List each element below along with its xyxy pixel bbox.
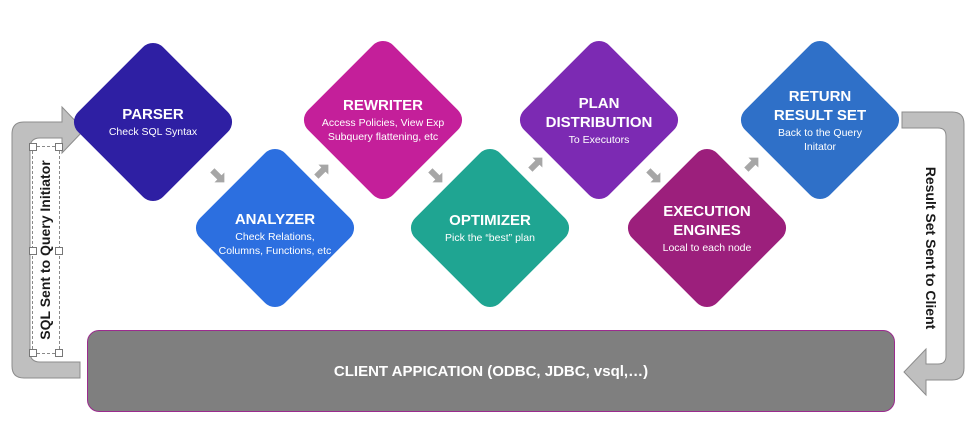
return-title: RETURN RESULT SET bbox=[773, 87, 867, 124]
client-application-label: CLIENT APPICATION (ODBC, JDBC, vsql,…) bbox=[333, 362, 649, 380]
selection-handle bbox=[55, 143, 63, 151]
connector-parser-analyzer bbox=[210, 168, 225, 183]
selection-handle bbox=[55, 349, 63, 357]
rewriter-desc: Access Policies, View Exp Subquery flatt… bbox=[321, 117, 445, 143]
right-return-arrow bbox=[901, 111, 965, 397]
node-rewriter: REWRITER Access Policies, View Exp Subqu… bbox=[298, 35, 468, 205]
client-application-bar: CLIENT APPICATION (ODBC, JDBC, vsql,…) bbox=[87, 330, 895, 412]
selection-handle bbox=[29, 247, 37, 255]
analyzer-title: ANALYZER bbox=[234, 211, 316, 228]
node-analyzer: ANALYZER Check Relations, Columns, Funct… bbox=[190, 143, 360, 313]
node-parser: PARSER Check SQL Syntax bbox=[68, 37, 238, 207]
parser-title: PARSER bbox=[122, 106, 184, 123]
distribution-title: PLAN DISTRIBUTION bbox=[545, 94, 653, 131]
engines-title: EXECUTION ENGINES bbox=[663, 202, 751, 239]
connector-engines-return bbox=[744, 157, 759, 172]
selection-handle bbox=[55, 247, 63, 255]
connector-distribution-engines bbox=[646, 168, 661, 183]
optimizer-title: OPTIMIZER bbox=[449, 212, 531, 229]
parser-desc: Check SQL Syntax bbox=[108, 126, 198, 138]
distribution-desc: To Executors bbox=[568, 133, 630, 146]
node-engines: EXECUTION ENGINES Local to each node bbox=[622, 143, 792, 313]
analyzer-desc: Check Relations, Columns, Functions, etc bbox=[218, 231, 332, 257]
connector-rewriter-optimizer bbox=[428, 168, 443, 183]
node-return: RETURN RESULT SET Back to the Query Init… bbox=[735, 35, 905, 205]
result-sent-label: Result Set Sent to Client bbox=[923, 166, 939, 330]
node-optimizer: OPTIMIZER Pick the “best” plan bbox=[405, 143, 575, 313]
connector-optimizer-distribution bbox=[528, 157, 543, 172]
rewriter-title: REWRITER bbox=[343, 97, 423, 114]
connector-analyzer-rewriter bbox=[314, 164, 329, 179]
node-distribution: PLAN DISTRIBUTION To Executors bbox=[514, 35, 684, 205]
return-desc: Back to the Query Initator bbox=[777, 126, 863, 153]
optimizer-desc: Pick the “best” plan bbox=[445, 232, 535, 244]
selection-handle bbox=[29, 143, 37, 151]
left-return-arrow bbox=[11, 105, 85, 379]
selection-handle bbox=[29, 349, 37, 357]
engines-desc: Local to each node bbox=[662, 241, 752, 254]
sql-sent-label: SQL Sent to Query Initiator bbox=[37, 160, 53, 340]
